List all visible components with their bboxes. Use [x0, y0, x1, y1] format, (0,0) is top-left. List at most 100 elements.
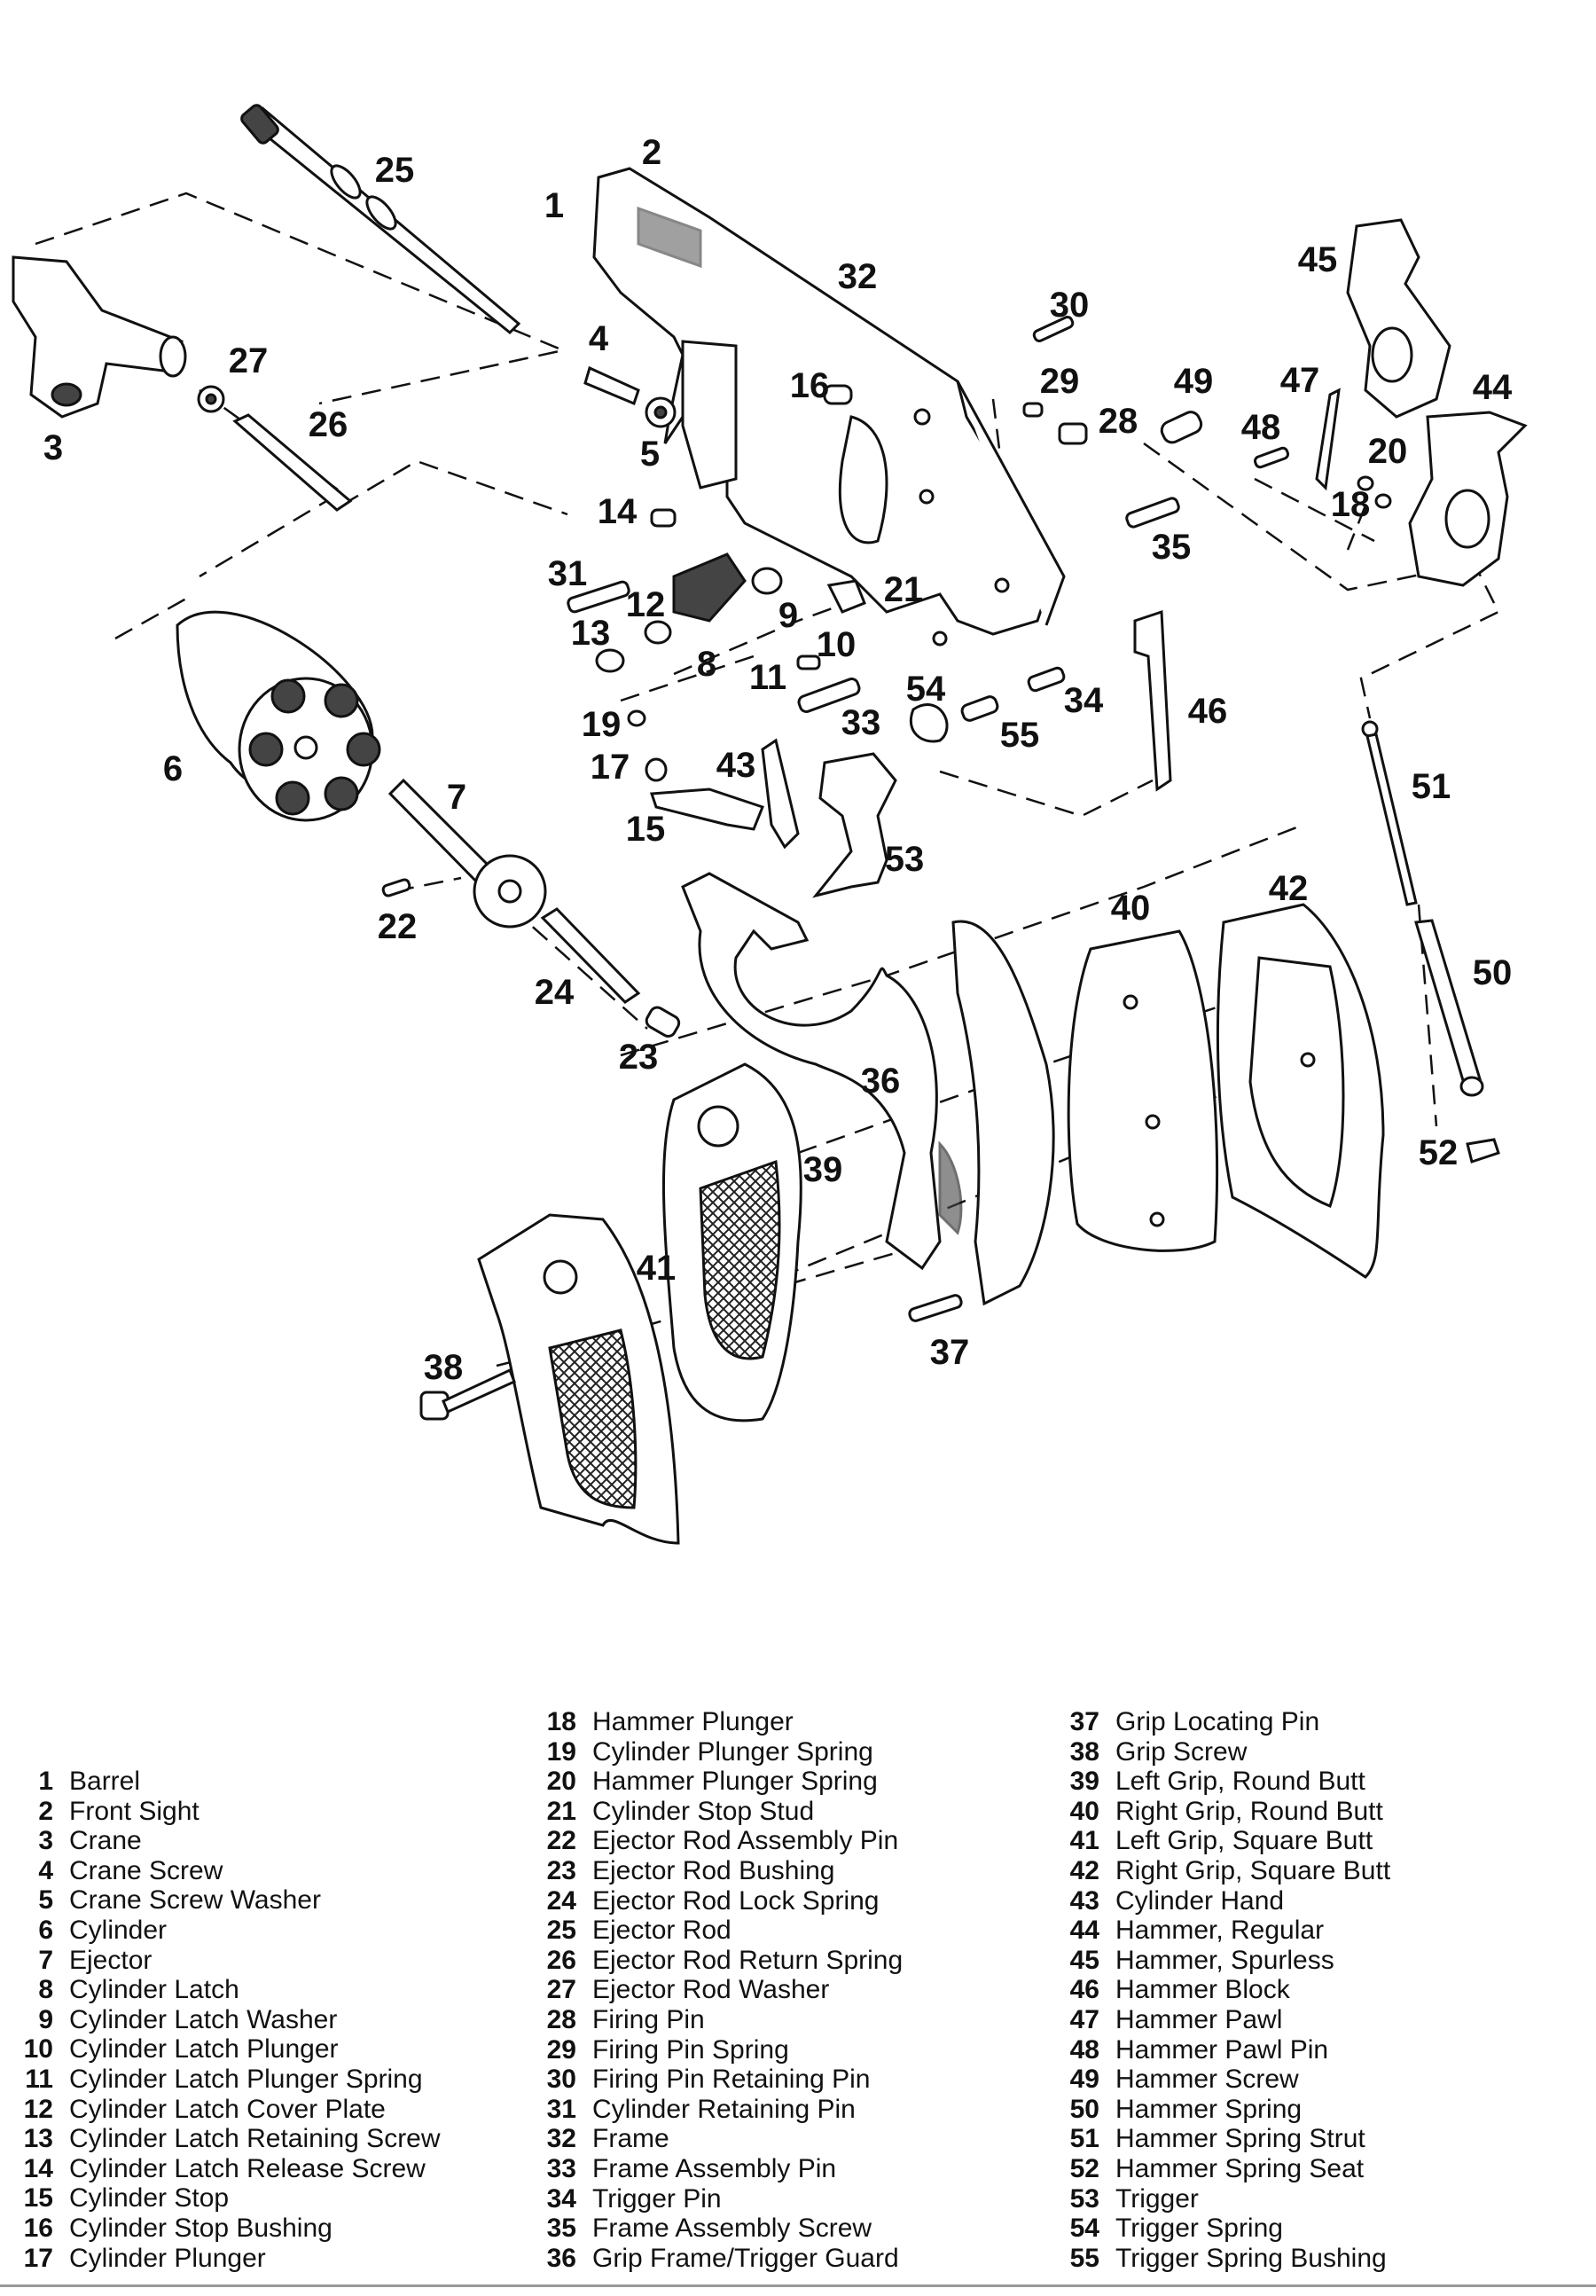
legend-part-number: 21	[546, 1796, 576, 1826]
legend-part-number: 37	[1069, 1707, 1099, 1736]
legend-part-name: Frame Assembly Pin	[592, 2154, 837, 2183]
callout-13: 13	[571, 614, 611, 653]
callout-33: 33	[841, 703, 881, 742]
callout-8: 8	[697, 645, 716, 684]
callout-30: 30	[1050, 286, 1090, 325]
legend-part-number: 14	[23, 2153, 53, 2183]
legend-part-name: Hammer Spring Strut	[1115, 2124, 1365, 2154]
ejector-rod-washer	[197, 385, 353, 512]
legend-part-name: Grip Screw	[1115, 1736, 1248, 1767]
callout-31: 31	[548, 554, 588, 593]
legend-part-number: 3	[38, 1826, 53, 1856]
legend-part-name: Hammer Plunger	[592, 1707, 794, 1736]
legend-part-name: Grip Frame/Trigger Guard	[592, 2243, 899, 2273]
legend-part-number: 48	[1069, 2034, 1099, 2065]
right-grip-square-butt	[1216, 903, 1385, 1279]
callout-51: 51	[1412, 767, 1451, 806]
legend-part-number: 1	[38, 1767, 53, 1796]
legend-part-name: Hammer Block	[1115, 1975, 1290, 2005]
callout-6: 6	[163, 749, 183, 788]
legend-part-name: Ejector Rod Assembly Pin	[592, 1826, 899, 1856]
legend-part-name: Cylinder Retaining Pin	[592, 2094, 856, 2124]
legend-part-name: Crane Screw	[69, 1855, 223, 1885]
callout-11: 11	[749, 658, 786, 697]
legend-part-name: Cylinder Plunger Spring	[592, 1736, 873, 1767]
legend-part-number: 28	[546, 2005, 576, 2034]
callout-38: 38	[424, 1348, 464, 1387]
legend-part-number: 43	[1069, 1885, 1099, 1916]
legend-part-number: 2	[38, 1796, 53, 1826]
hammer-regular	[1254, 388, 1528, 587]
callout-19: 19	[582, 705, 622, 744]
callout-2: 2	[642, 133, 661, 172]
grip-frame	[681, 872, 1055, 1306]
callout-45: 45	[1298, 240, 1338, 279]
callout-49: 49	[1174, 362, 1214, 401]
legend-part-number: 7	[38, 1945, 53, 1975]
callout-17: 17	[591, 748, 630, 787]
legend-part-name: Cylinder Stop Bushing	[69, 2214, 332, 2243]
legend-part-name: Cylinder Latch Washer	[69, 2004, 338, 2034]
callout-35: 35	[1152, 528, 1192, 567]
legend-part-number: 15	[23, 2183, 53, 2214]
legend-part-number: 47	[1069, 2005, 1099, 2034]
legend-part-number: 6	[38, 1916, 53, 1945]
callout-44: 44	[1473, 368, 1513, 407]
legend-part-name: Trigger Pin	[592, 2183, 722, 2214]
legend-part-name: Cylinder Stop Stud	[592, 1796, 815, 1826]
legend-part-name: Hammer Spring Seat	[1115, 2154, 1365, 2183]
legend-part-name: Frame	[592, 2124, 669, 2154]
legend-part-name: Ejector Rod Washer	[592, 1975, 830, 2005]
callout-54: 54	[906, 670, 946, 709]
legend-part-name: Ejector Rod	[592, 1916, 732, 1946]
legend-part-number: 45	[1069, 1945, 1099, 1975]
legend-part-name: Hammer Plunger Spring	[592, 1767, 878, 1797]
hammer-spring-assembly	[1361, 720, 1500, 1164]
legend-part-number: 18	[546, 1707, 576, 1736]
legend-part-name: Firing Pin Spring	[592, 2034, 789, 2065]
legend-column-2: 18 Hammer Plunger 19 Cylinder Plunger Sprin…	[523, 1707, 1055, 2284]
callout-28: 28	[1099, 402, 1138, 441]
callout-27: 27	[229, 341, 269, 380]
callout-labels: 1234567891011121314151617181920212223242…	[43, 133, 1513, 1387]
legend-part-number: 22	[546, 1826, 576, 1856]
legend-part-name: Trigger	[1115, 2183, 1199, 2214]
callout-34: 34	[1064, 681, 1104, 720]
legend-part-number: 16	[23, 2214, 53, 2243]
legend-part-number: 27	[546, 1975, 576, 2005]
legend-part-number: 23	[546, 1856, 576, 1885]
trigger	[761, 738, 897, 898]
legend-part-name: Ejector	[69, 1945, 153, 1975]
legend-part-number: 8	[38, 1975, 53, 2005]
legend-part-name: Grip Locating Pin	[1115, 1707, 1320, 1736]
legend-part-name: Cylinder Latch Plunger	[69, 2034, 339, 2065]
legend-part-number: 51	[1069, 2124, 1099, 2154]
cylinder-stop	[627, 709, 764, 831]
legend-part-number: 19	[546, 1736, 576, 1767]
legend-part-number: 20	[546, 1767, 576, 1797]
legend-part-number: 44	[1069, 1916, 1099, 1946]
callout-5: 5	[640, 435, 660, 474]
legend-part-number: 32	[546, 2124, 576, 2154]
legend-part-name: Cylinder Hand	[1115, 1885, 1285, 1916]
callout-14: 14	[598, 492, 638, 531]
legend-part-name: Frame Assembly Screw	[592, 2214, 872, 2244]
callout-22: 22	[378, 907, 418, 946]
callout-55: 55	[1000, 716, 1040, 755]
right-grip-round-butt	[1067, 929, 1219, 1252]
callout-37: 37	[930, 1333, 970, 1372]
legend-part-number: 29	[546, 2034, 576, 2065]
legend-part-name: Left Grip, Round Butt	[1115, 1767, 1365, 1797]
legend-part-name: Cylinder Latch Release Screw	[69, 2153, 426, 2183]
legend-part-name: Trigger Spring Bushing	[1115, 2243, 1387, 2273]
callout-39: 39	[803, 1150, 843, 1189]
bottom-border	[0, 2284, 1596, 2287]
callout-7: 7	[447, 778, 466, 817]
legend-part-number: 35	[546, 2214, 576, 2244]
callout-40: 40	[1111, 889, 1151, 928]
left-grip-round-butt	[661, 1062, 802, 1422]
legend-part-name: Firing Pin	[592, 2005, 705, 2034]
ejector-rod	[240, 104, 521, 335]
